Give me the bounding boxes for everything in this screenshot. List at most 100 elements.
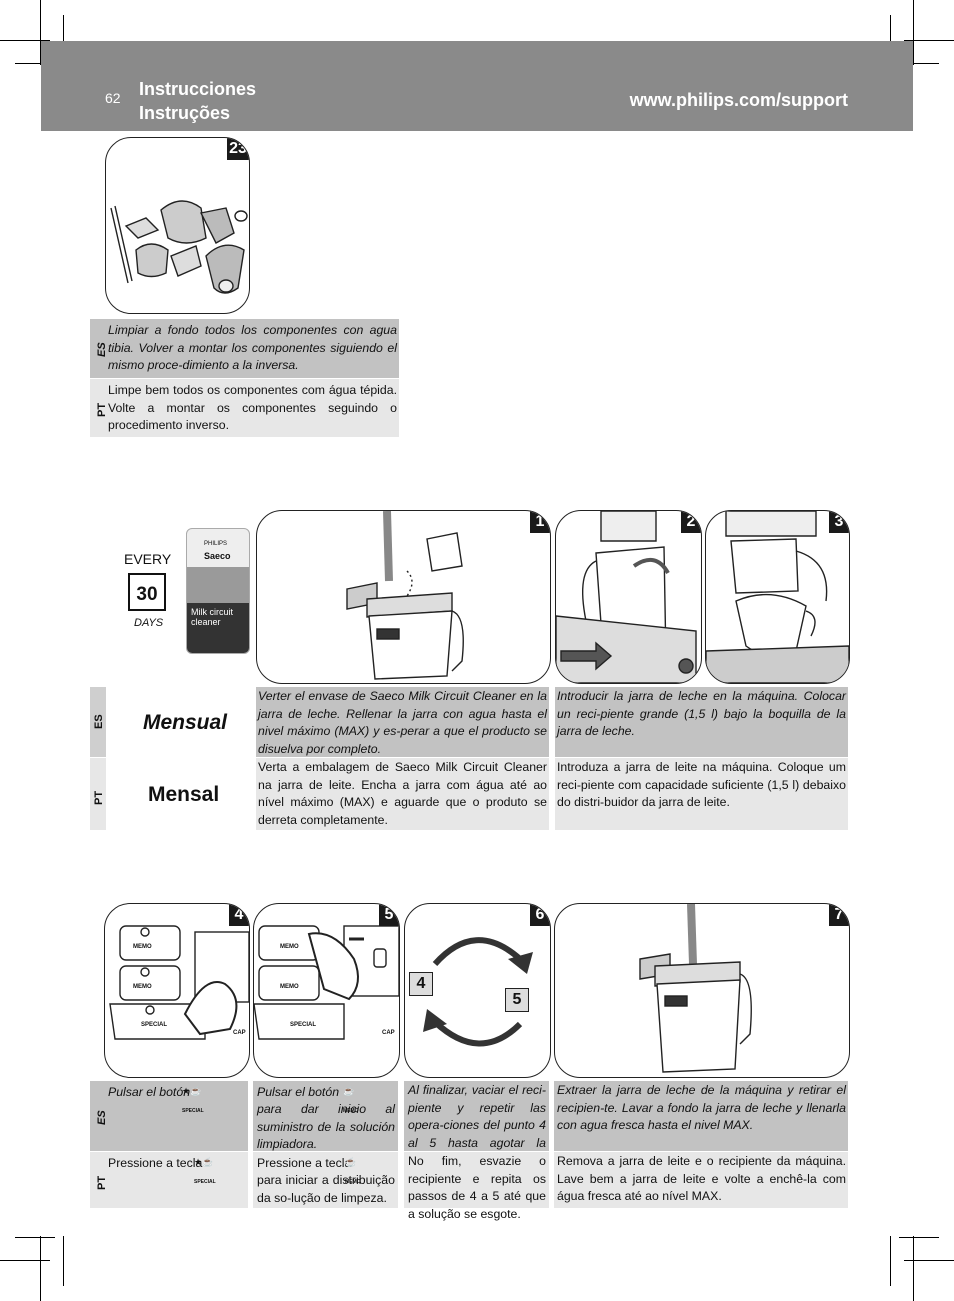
calendar-icon: 30 [128, 573, 166, 611]
illustration-step-2: 2 [555, 510, 702, 684]
lang-tag-pt: PT [93, 790, 105, 805]
rinse-jug-illustration [639, 904, 752, 1073]
instruction-es-a: Pulsar el botón [257, 1085, 340, 1099]
crop-mark [890, 1236, 891, 1286]
arrow-head [508, 952, 533, 974]
crop-mark [0, 1260, 50, 1261]
memo-label: MEMO [280, 984, 299, 990]
illustration-step-4: MEMO MEMO SPECIAL CAP 4 [104, 903, 250, 1078]
lang-tag-es: ES [93, 714, 105, 729]
product-label: Milk circuit cleaner [191, 607, 233, 627]
page-number: 62 [105, 90, 121, 106]
instruction-pt: Introduza a jarra de leite na máquina. C… [557, 760, 846, 809]
step-2-es: Introducir la jarra de leche en la máqui… [555, 687, 848, 757]
crop-mark [0, 40, 50, 41]
monthly-badge: EVERY 30 DAYS [120, 545, 180, 635]
cycle-step-4: 4 [409, 972, 433, 996]
step-number: 23 [227, 138, 249, 160]
instruction-es: Verter el envase de Saeco Milk Circuit C… [258, 689, 547, 756]
row-pt: PT Limpe bem todos os componentes com ág… [90, 379, 399, 437]
cap-label: CAP [233, 1030, 246, 1036]
press-special-illustration [109, 925, 249, 1040]
row-es: ES Limpiar a fondo todos los componentes… [90, 319, 399, 378]
instruction-pt: Remova a jarra de leite e o recipiente d… [557, 1154, 846, 1203]
instruction-es: Pulsar el botón [108, 1085, 191, 1099]
crop-mark [904, 1260, 954, 1261]
heading-pt: Mensal [148, 783, 220, 806]
instruction-pt-a: Pressione a tecla [257, 1156, 352, 1170]
step-4-es: ES Pulsar el botón ★☕SPECIAL [90, 1081, 248, 1151]
cycle-step-5: 5 [505, 988, 529, 1012]
lang-tag-es: ES [96, 1110, 108, 1125]
instruction-es-b: para dar inicio al suministro de la solu… [257, 1102, 395, 1151]
memo-button-icon: ☕MEMO [345, 1157, 361, 1185]
illustration-step-3: 3 [705, 510, 850, 684]
crop-mark [913, 0, 914, 65]
crop-mark [15, 63, 55, 64]
days-label: DAYS [134, 617, 164, 629]
instruction-pt: Limpe bem todos os componentes com água … [108, 383, 397, 432]
memo-label: MEMO [133, 944, 152, 950]
every-label: EVERY [124, 551, 172, 567]
special-button-icon: ★☕SPECIAL [194, 1157, 216, 1185]
illustration-step-5: MEMO MEMO SPECIAL CAP 5 [253, 903, 400, 1078]
title-pt: Instruções [139, 103, 231, 123]
crop-mark [890, 15, 891, 65]
step-7-pt: Remova a jarra de leite e o recipiente d… [554, 1152, 848, 1208]
special-label: SPECIAL [194, 1178, 216, 1185]
crop-mark [904, 40, 954, 41]
step-5-es: Pulsar el botón ☕MEMO para dar inicio al… [253, 1081, 398, 1151]
instruction-pt: Verta a embalagem de Saeco Milk Circuit … [258, 760, 547, 827]
illustration-step-7: 7 [554, 903, 850, 1078]
memo-label: MEMO [343, 1107, 359, 1114]
memo-label: MEMO [133, 984, 152, 990]
crop-mark [40, 1236, 41, 1301]
fill-jug-illustration [346, 511, 464, 680]
crop-mark [40, 0, 41, 65]
instruction-es: Limpiar a fondo todos los componentes co… [108, 323, 397, 372]
product-image [187, 567, 249, 603]
instruction-pt: No fim, esvazie o recipiente e repita os… [408, 1154, 546, 1221]
crop-mark [63, 15, 64, 65]
page-header: 62 Instrucciones Instruções www.philips.… [41, 41, 913, 131]
illustration-step-23: 23 [105, 137, 250, 314]
instruction-pt: Pressione a tecla [108, 1156, 203, 1170]
step-1-pt: Verta a embalagem de Saeco Milk Circuit … [256, 758, 549, 830]
step-6-pt: No fim, esvazie o recipiente e repita os… [404, 1152, 549, 1221]
special-label: SPECIAL [141, 1022, 168, 1028]
illustration-step-6: 4 5 6 [404, 903, 551, 1078]
instruction-es: Extraer la jarra de leche de la máquina … [557, 1083, 846, 1132]
step-2-pt: Introduza a jarra de leite na máquina. C… [555, 758, 848, 830]
milk-cleaner-product: PHILIPS Saeco Milk circuit cleaner [186, 528, 250, 654]
crop-mark [63, 1236, 64, 1286]
lang-tag-pt: PT [96, 1175, 108, 1190]
days-number: 30 [136, 584, 158, 605]
step-1-es: Verter el envase de Saeco Milk Circuit C… [256, 687, 549, 757]
crop-mark [899, 63, 939, 64]
crop-mark [15, 1237, 55, 1238]
memo-label: MEMO [280, 944, 299, 950]
cap-label: CAP [382, 1030, 395, 1036]
press-memo-illustration [254, 925, 399, 1040]
insert-jug-illustration [556, 511, 697, 683]
repeat-cycle-illustration [423, 937, 533, 1047]
crop-mark [899, 1237, 939, 1238]
special-label: SPECIAL [182, 1107, 204, 1114]
title-es: Instrucciones [139, 79, 257, 99]
step-4-pt: PT Pressione a tecla ★☕SPECIAL [90, 1152, 248, 1208]
disassembled-parts-illustration [110, 200, 248, 294]
product-name: Saeco [204, 551, 231, 561]
lang-column-pt: PT [90, 758, 106, 830]
illustration-step-1: 1 [256, 510, 551, 684]
instruction-es: Al finalizar, vaciar el reci-piente y re… [408, 1083, 546, 1167]
arrow-head [423, 1009, 447, 1032]
memo-label: MEMO [345, 1178, 361, 1185]
instruction-es: Introducir la jarra de leche en la máqui… [557, 689, 846, 738]
product-label-box: Milk circuit cleaner [187, 603, 249, 653]
product-brand: PHILIPS [204, 541, 228, 547]
step-6-es: Al finalizar, vaciar el reci-piente y re… [404, 1081, 549, 1167]
support-url[interactable]: www.philips.com/support [629, 90, 848, 110]
heading-es: Mensual [143, 711, 228, 734]
memo-button-icon: ☕MEMO [343, 1086, 359, 1114]
crop-mark [913, 1236, 914, 1301]
